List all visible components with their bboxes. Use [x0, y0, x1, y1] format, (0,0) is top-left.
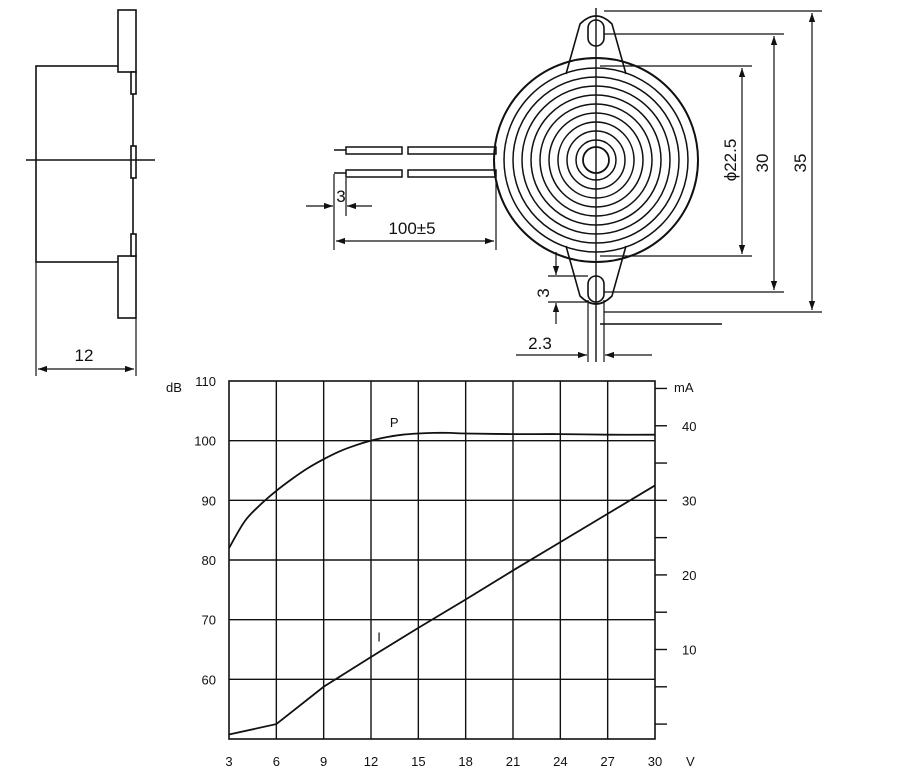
x-tick-label: 21	[506, 754, 520, 769]
side-body-outline	[35, 65, 134, 263]
y-tick-label: 60	[202, 672, 216, 687]
hole-spacing-label: 30	[753, 154, 772, 173]
x-axis-unit-label: V	[686, 754, 695, 769]
x-tick-label: 30	[648, 754, 662, 769]
y2-tick-label: 20	[682, 568, 696, 583]
y2-tick-label: 40	[682, 419, 696, 434]
y-axis-unit-label: dB	[166, 380, 182, 395]
leads	[334, 146, 497, 178]
diameter-label: ϕ22.5	[721, 139, 740, 182]
chart-ticks: 3 6 9 12 15 18 21 24 27 30 60 70 80 90 100 110 10 20 30 40	[194, 374, 696, 769]
x-tick-label: 6	[273, 754, 280, 769]
x-tick-label: 15	[411, 754, 425, 769]
side-view	[26, 9, 155, 376]
hole-height-dim	[548, 252, 588, 324]
y2-axis-unit-label: mA	[674, 380, 694, 395]
lead-length-dim	[336, 180, 497, 250]
y-tick-label: 70	[202, 613, 216, 628]
series-line-P	[228, 431, 656, 549]
hole-width-dim	[516, 300, 652, 362]
lead-length-label: 100±5	[388, 219, 435, 238]
lead-strip-dim	[306, 174, 372, 250]
overall-length-dim	[604, 10, 822, 313]
x-tick-label: 9	[320, 754, 327, 769]
series-label-P: P	[390, 415, 399, 430]
series-line-I	[228, 484, 656, 736]
side-nub-3	[130, 233, 137, 257]
hole-spacing-dim	[604, 33, 784, 293]
y-tick-label: 100	[194, 434, 216, 449]
overall-length-label: 35	[791, 154, 810, 173]
side-nub-2	[130, 145, 137, 179]
chart-marks: PI	[228, 415, 656, 736]
side-nub-1	[130, 71, 137, 95]
hole-width-label: 2.3	[528, 334, 552, 353]
y-tick-label: 110	[195, 374, 216, 389]
side-width-label: 12	[75, 346, 94, 365]
side-top-tab	[117, 9, 137, 73]
x-tick-label: 24	[553, 754, 567, 769]
x-tick-label: 18	[458, 754, 472, 769]
y2-tick-label: 10	[682, 643, 696, 658]
y2-tick-label: 30	[682, 493, 696, 508]
series-label-I: I	[377, 629, 381, 644]
hole-height-label: 3	[534, 288, 553, 297]
front-view	[334, 8, 722, 362]
chart-grid	[229, 381, 655, 739]
x-tick-label: 3	[225, 754, 232, 769]
side-bottom-tab	[117, 255, 137, 319]
diameter-dim	[600, 65, 752, 257]
y-tick-label: 90	[202, 493, 216, 508]
y-tick-label: 80	[202, 553, 216, 568]
x-tick-label: 27	[600, 754, 614, 769]
lead-strip-label: 3	[336, 187, 345, 206]
x-tick-label: 12	[364, 754, 378, 769]
